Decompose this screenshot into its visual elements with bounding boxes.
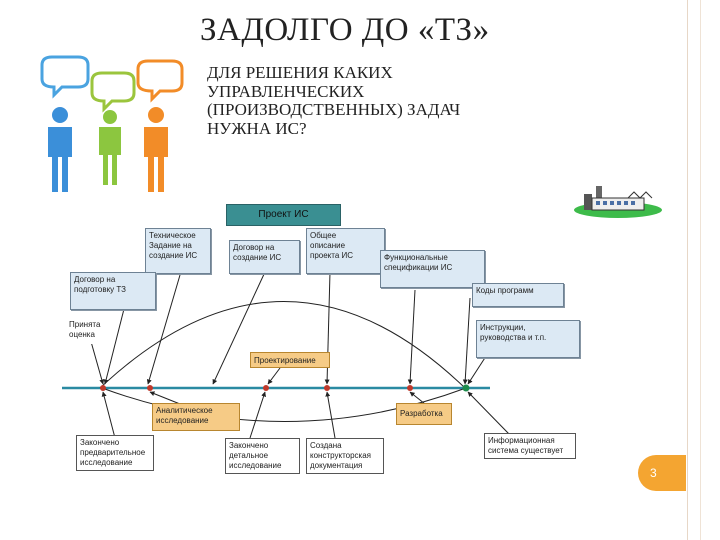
page-edge-line: [687, 0, 688, 540]
milestone-dot: [147, 385, 153, 391]
project-label: Проект ИС: [226, 204, 341, 226]
slide-subtitle: ДЛЯ РЕШЕНИЯ КАКИХ УПРАВЛЕНЧЕСКИХ (ПРОИЗВ…: [207, 63, 567, 138]
note-line: Аналитическое: [156, 406, 213, 415]
note-line: Функциональные: [384, 253, 448, 262]
project-arc: [99, 301, 466, 389]
note-line: Договор на: [74, 275, 116, 284]
note-line: Создана: [310, 441, 342, 450]
general-desc-note: Общее описание проекта ИС: [306, 228, 385, 274]
instructions-note: Инструкции, руководства и т.п.: [476, 320, 580, 358]
note-line: предварительное: [80, 448, 146, 457]
factory-icon: [574, 186, 662, 218]
note-line: Принята: [69, 320, 101, 329]
note-line: оценка: [69, 330, 95, 339]
milestone-dot: [263, 385, 269, 391]
note-line: Договор на: [233, 243, 275, 252]
slide-title: ЗАДОЛГО ДО «ТЗ»: [200, 12, 490, 48]
note-line: Общее: [310, 231, 337, 240]
milestone-dot: [100, 385, 106, 391]
milestone-dot: [407, 385, 413, 391]
design-doc-milestone: Создана конструкторская документация: [306, 438, 384, 474]
note-line: Закончено: [80, 438, 120, 447]
development-phase: Разработка: [396, 403, 452, 425]
note-line: спецификации ИС: [384, 263, 453, 272]
note-line: проекта ИС: [310, 251, 354, 260]
note-line: документация: [310, 461, 363, 470]
note-line: Инструкции,: [480, 323, 526, 332]
subtitle-line: ДЛЯ РЕШЕНИЯ КАКИХ: [207, 63, 393, 82]
note-line: Информационная: [488, 436, 555, 445]
note-line: руководства и т.п.: [480, 333, 547, 342]
system-exists-milestone: Информационная система существует: [484, 433, 576, 459]
note-line: создание ИС: [233, 253, 282, 262]
note-line: Техническое: [149, 231, 196, 240]
func-spec-note: Функциональные спецификации ИС: [380, 250, 485, 288]
subtitle-line: УПРАВЛЕНЧЕСКИХ: [207, 81, 365, 101]
analytic-phase: Аналитическое исследование: [152, 403, 240, 431]
prep-contract-note: Договор на подготовку ТЗ: [70, 272, 156, 310]
page-edge-line-2: [700, 0, 701, 540]
note-line: конструкторская: [310, 451, 371, 460]
page-number: 3: [638, 455, 686, 491]
final-milestone-dot: [462, 384, 470, 392]
contract-note: Договор на создание ИС: [229, 240, 300, 274]
note-line: Задание на: [149, 241, 192, 250]
tz-note: Техническое Задание на создание ИС: [145, 228, 211, 274]
code-note: Коды программ: [472, 283, 564, 307]
detailed-milestone: Закончено детальное исследование: [225, 438, 300, 474]
milestone-dot: [324, 385, 330, 391]
note-line: создание ИС: [149, 251, 198, 260]
note-line: Закончено: [229, 441, 269, 450]
note-line: исследование: [80, 458, 133, 467]
subtitle-line: НУЖНА ИС?: [207, 118, 307, 138]
people-talking-icon: [40, 55, 184, 192]
note-line: описание: [310, 241, 346, 250]
note-line: детальное: [229, 451, 269, 460]
note-line: подготовку ТЗ: [74, 285, 127, 294]
note-line: исследование: [229, 461, 282, 470]
note-line: Коды программ: [476, 286, 534, 295]
estimate-note: Принята оценка: [66, 318, 106, 344]
note-line: исследование: [156, 416, 209, 425]
prelim-milestone: Закончено предварительное исследование: [76, 435, 154, 471]
subtitle-line: (ПРОИЗВОДСТВЕННЫХ) ЗАДАЧ: [207, 100, 461, 119]
note-line: система существует: [488, 446, 564, 455]
design-phase: Проектирование: [250, 352, 330, 368]
